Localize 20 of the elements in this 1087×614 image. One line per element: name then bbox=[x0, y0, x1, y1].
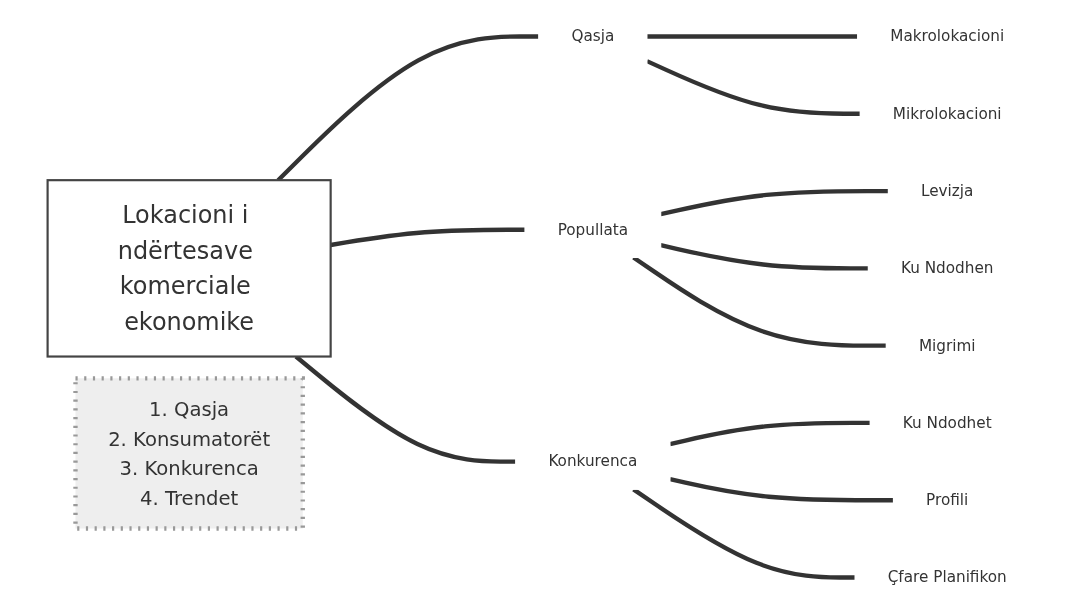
node-text: Ku Ndodhen bbox=[900, 259, 994, 277]
node-text: Ku Ndodhet bbox=[902, 413, 992, 432]
connector bbox=[646, 34, 858, 39]
connector bbox=[669, 477, 894, 503]
node-text: Qasja bbox=[571, 27, 615, 45]
node-text: Levizja bbox=[921, 181, 974, 200]
node-text: Popullata bbox=[557, 220, 629, 238]
node-text: Migrimi bbox=[918, 336, 976, 354]
connector bbox=[660, 243, 869, 271]
connector bbox=[330, 227, 525, 248]
node-text: Konkurenca bbox=[548, 452, 638, 470]
node-text: Mikrolokacioni bbox=[892, 104, 1002, 122]
node-box: 1. Qasja 2. Konsumatorët 3. Konkurenca 4. Trendet bbox=[73, 376, 305, 531]
node-text: Çfare Planifikon bbox=[887, 568, 1007, 586]
node-text: Profili bbox=[926, 490, 969, 509]
node-box: Lokacioni i ndërtesave komerciale ekonomike bbox=[46, 179, 332, 358]
connector bbox=[660, 188, 889, 217]
connector bbox=[669, 420, 871, 447]
node-text: Makrolokacioni bbox=[890, 27, 1005, 45]
connector bbox=[646, 59, 861, 116]
